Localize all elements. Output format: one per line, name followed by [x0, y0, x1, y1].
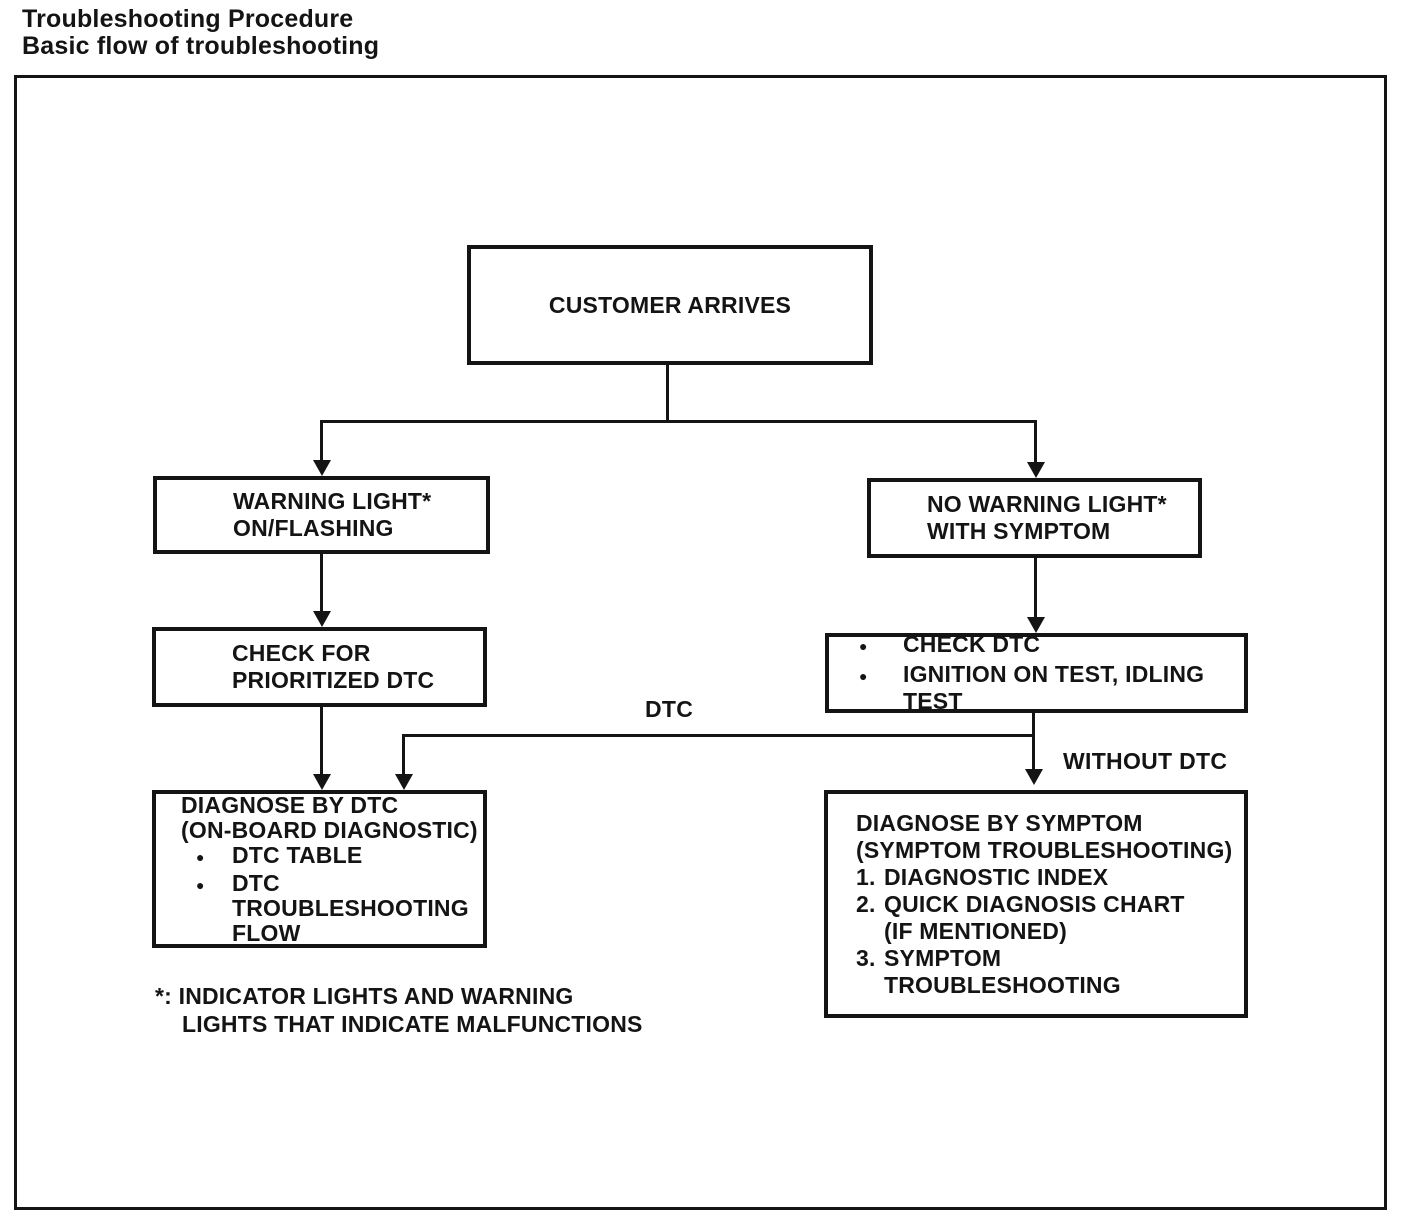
- connector-customer-stem: [666, 365, 669, 423]
- node-diagnose-by-dtc: DIAGNOSE BY DTC (ON-BOARD DIAGNOSTIC) ● …: [152, 790, 487, 948]
- node-no-warning-light-line-1: NO WARNING LIGHT*: [927, 491, 1167, 517]
- diagnose-dtc-item-2: ● DTC TROUBLESHOOTING FLOW: [196, 869, 483, 946]
- arrowhead-down-icon: [1025, 769, 1043, 785]
- list-number-label: 3.: [856, 944, 876, 971]
- check-dtc-item-2-text: IGNITION ON TEST, IDLING TEST: [903, 661, 1204, 715]
- bullet-icon: ●: [859, 638, 868, 654]
- edge-label-dtc: DTC: [645, 696, 694, 722]
- node-no-warning-light-line-2: WITH SYMPTOM: [927, 518, 1111, 544]
- diagnose-dtc-title-2: (ON-BOARD DIAGNOSTIC): [181, 816, 478, 843]
- check-dtc-item-2-line-1: IGNITION ON TEST, IDLING: [903, 661, 1205, 687]
- diagnose-symptom-title-1: DIAGNOSE BY SYMPTOM: [856, 809, 1143, 836]
- diagnose-dtc-item-2-line-3: FLOW: [232, 919, 301, 946]
- connector-dtc-drop: [402, 734, 405, 775]
- diagnose-dtc-item-2-line-1: DTC: [232, 869, 280, 896]
- diagnose-symptom-item-3-line-2: TROUBLESHOOTING: [884, 971, 1121, 998]
- bullet-icon: ●: [196, 876, 205, 893]
- diagnose-symptom-item-1: 1. DIAGNOSTIC INDEX: [856, 864, 1244, 891]
- connector-to-diagnose-symptom: [1032, 713, 1035, 770]
- node-warning-light-line-2: ON/FLASHING: [233, 515, 394, 541]
- node-check-prioritized-line-1: CHECK FOR: [232, 640, 371, 666]
- connector-branch-horizontal: [320, 420, 1037, 423]
- node-check-for-prioritized-dtc: CHECK FOR PRIORITIZED DTC: [152, 627, 487, 707]
- page-title-line-1: Troubleshooting Procedure: [22, 5, 354, 33]
- connector-to-check-prioritized: [320, 554, 323, 612]
- diagnose-dtc-item-2-text: DTC TROUBLESHOOTING FLOW: [232, 869, 469, 946]
- diagnose-symptom-item-3-line-1: SYMPTOM: [884, 944, 1002, 971]
- diagnose-symptom-title-2: (SYMPTOM TROUBLESHOOTING): [856, 836, 1233, 863]
- arrowhead-down-icon: [313, 774, 331, 790]
- diagnose-symptom-item-2: 2. QUICK DIAGNOSIS CHART (IF MENTIONED): [856, 891, 1244, 945]
- connector-to-warning-light: [320, 420, 323, 461]
- list-number-label: 1.: [856, 863, 876, 890]
- arrowhead-down-icon: [313, 460, 331, 476]
- arrowhead-down-icon: [395, 774, 413, 790]
- edge-label-without-dtc: WITHOUT DTC: [1063, 748, 1228, 774]
- node-customer-arrives-label: CUSTOMER ARRIVES: [548, 291, 792, 318]
- footnote: *: INDICATOR LIGHTS AND WARNING LIGHTS T…: [155, 982, 643, 1038]
- arrowhead-down-icon: [313, 611, 331, 627]
- node-no-warning-light-with-symptom: NO WARNING LIGHT* WITH SYMPTOM: [867, 478, 1202, 558]
- diagnose-symptom-item-2-line-1: QUICK DIAGNOSIS CHART: [884, 890, 1185, 917]
- arrowhead-down-icon: [1027, 617, 1045, 633]
- node-warning-light-line-1: WARNING LIGHT*: [233, 488, 432, 514]
- node-customer-arrives: CUSTOMER ARRIVES: [467, 245, 873, 365]
- connector-to-check-dtc: [1034, 558, 1037, 618]
- diagnose-symptom-item-3: 3. SYMPTOM TROUBLESHOOTING: [856, 945, 1244, 999]
- connector-to-diagnose-dtc: [320, 707, 323, 775]
- diagnose-dtc-title-1: DIAGNOSE BY DTC: [181, 791, 399, 818]
- list-number-label: 2.: [856, 890, 876, 917]
- bullet-icon: ●: [196, 848, 205, 865]
- diagnose-dtc-item-1: ● DTC TABLE: [196, 841, 483, 871]
- diagnose-symptom-item-3-text: SYMPTOM TROUBLESHOOTING: [884, 945, 1121, 999]
- diagnose-dtc-item-2-line-2: TROUBLESHOOTING: [232, 894, 469, 921]
- node-warning-light-on-flashing: WARNING LIGHT* ON/FLASHING: [153, 476, 490, 554]
- check-dtc-item-1-text: CHECK DTC: [903, 631, 1041, 657]
- check-dtc-item-2: ● IGNITION ON TEST, IDLING TEST: [859, 661, 1244, 715]
- node-check-dtc-tests: ● CHECK DTC ● IGNITION ON TEST, IDLING T…: [825, 631, 1248, 715]
- check-dtc-item-2-line-2: TEST: [903, 688, 963, 714]
- node-check-prioritized-line-2: PRIORITIZED DTC: [232, 667, 435, 693]
- check-dtc-item-1: ● CHECK DTC: [859, 631, 1244, 661]
- footnote-line-2: LIGHTS THAT INDICATE MALFUNCTIONS: [182, 1011, 643, 1037]
- diagnose-symptom-item-1-text: DIAGNOSTIC INDEX: [884, 863, 1109, 890]
- diagnose-symptom-item-2-line-2: (IF MENTIONED): [884, 917, 1067, 944]
- node-diagnose-by-symptom: DIAGNOSE BY SYMPTOM (SYMPTOM TROUBLESHOO…: [824, 790, 1248, 1018]
- page-title-line-2: Basic flow of troubleshooting: [22, 32, 380, 60]
- connector-to-no-warning-light: [1034, 420, 1037, 463]
- arrowhead-down-icon: [1027, 462, 1045, 478]
- page-title: Troubleshooting Procedure Basic flow of …: [22, 6, 379, 60]
- connector-dtc-horizontal: [402, 734, 1034, 737]
- footnote-line-1: *: INDICATOR LIGHTS AND WARNING: [155, 983, 574, 1009]
- diagnose-symptom-item-2-text: QUICK DIAGNOSIS CHART (IF MENTIONED): [884, 891, 1185, 945]
- bullet-icon: ●: [859, 668, 868, 684]
- diagnose-dtc-item-1-text: DTC TABLE: [232, 841, 363, 868]
